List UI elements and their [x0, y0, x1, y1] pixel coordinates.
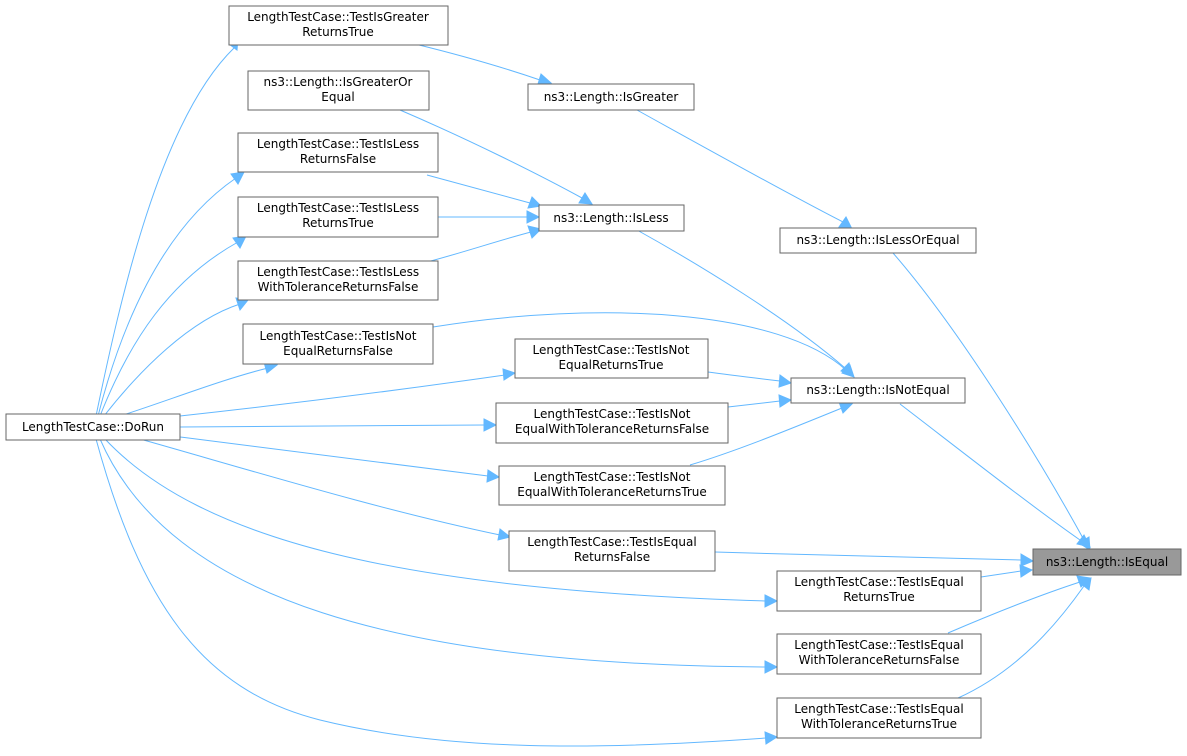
node-ns3-length-islessorequal[interactable]: ns3::Length::IsLessOrEqual: [779, 227, 977, 254]
edge-testisless-withtolerancereturnsfalse-to-isless: [426, 225, 542, 263]
node-label-line-1: LengthTestCase::TestIsGreater: [247, 10, 429, 24]
node-label: ns3::Length::IsLessOrEqual: [796, 233, 959, 247]
node-testisequal-returnsfalse[interactable]: LengthTestCase::TestIsEqual ReturnsFalse: [508, 530, 716, 572]
node-label-line-2: EqualReturnsTrue: [558, 358, 663, 372]
node-label-line-2: EqualWithToleranceReturnsTrue: [517, 485, 707, 499]
node-testisnot-equalwithtolerancereturnsfalse[interactable]: LengthTestCase::TestIsNot EqualWithToler…: [495, 402, 729, 444]
edge-testisless-returnstrue-to-isless: [438, 210, 541, 224]
node-testisequal-withtolerancereturnsfalse[interactable]: LengthTestCase::TestIsEqual WithToleranc…: [776, 633, 982, 675]
node-label-line-2: ReturnsTrue: [302, 25, 374, 39]
edge-isgreaterorequal-to-isless: [399, 109, 593, 205]
node-label: ns3::Length::IsLess: [553, 211, 668, 225]
node-testisgreater-returnstrue[interactable]: LengthTestCase::TestIsGreater ReturnsTru…: [228, 5, 449, 46]
node-testisequal-returnstrue[interactable]: LengthTestCase::TestIsEqual ReturnsTrue: [776, 570, 982, 612]
edge-testisequal-returnsfalse-to-isequal: [714, 551, 1035, 567]
node-label-line-1: LengthTestCase::TestIsNot: [533, 343, 690, 357]
edge-isnotequal-to-isequal: [899, 403, 1091, 548]
edge-testisless-returnsfalse-to-isless: [426, 174, 543, 209]
node-ns3-length-isequal[interactable]: ns3::Length::IsEqual: [1032, 548, 1182, 576]
node-label: ns3::Length::IsEqual: [1046, 555, 1168, 569]
node-label-line-1: LengthTestCase::TestIsNot: [260, 329, 417, 343]
node-label-line-2: WithToleranceReturnsFalse: [258, 280, 419, 294]
node-label-line-2: EqualReturnsFalse: [283, 344, 393, 358]
node-testisless-returnstrue[interactable]: LengthTestCase::TestIsLess ReturnsTrue: [237, 196, 439, 238]
node-testisless-returnsfalse[interactable]: LengthTestCase::TestIsLess ReturnsFalse: [237, 132, 439, 173]
edge-dorun-to-testisnot-equalwithtolerancereturnstrue: [179, 436, 501, 483]
node-ns3-length-isnotequal[interactable]: ns3::Length::IsNotEqual: [790, 377, 966, 404]
edge-dorun-to-testisless-returnsfalse: [97, 171, 245, 417]
node-testisless-withtolerancereturnsfalse[interactable]: LengthTestCase::TestIsLess WithTolerance…: [237, 260, 439, 301]
edge-dorun-to-testisnot-equalwithtolerancereturnsfalse: [179, 418, 498, 432]
edge-dorun-to-testisequal-withtolerancereturnsfalse: [99, 438, 779, 674]
node-testisequal-withtolerancereturnstrue[interactable]: LengthTestCase::TestIsEqual WithToleranc…: [776, 697, 982, 739]
node-label-line-1: LengthTestCase::TestIsLess: [257, 201, 419, 215]
node-label-line-2: ReturnsFalse: [574, 550, 650, 564]
node-label-line-2: ReturnsTrue: [302, 216, 374, 230]
node-label-line-2: WithToleranceReturnsTrue: [801, 717, 957, 731]
edge-dorun-to-testisgreater-returnstrue: [95, 37, 239, 417]
edge-dorun-to-testisnot-equalreturnstrue: [179, 368, 517, 417]
node-testisnot-equalreturnstrue[interactable]: LengthTestCase::TestIsNot EqualReturnsTr…: [514, 338, 709, 379]
graph-nodes: ns3::Length::IsEqual LengthTestCase::DoR…: [5, 5, 1182, 739]
edge-testisgreater-returnstrue-to-isgreater: [414, 43, 553, 85]
node-label-line-2: EqualWithToleranceReturnsFalse: [515, 422, 709, 436]
node-ns3-length-isless[interactable]: ns3::Length::IsLess: [538, 204, 685, 232]
node-lengthtestcase-dorun[interactable]: LengthTestCase::DoRun: [5, 413, 181, 441]
node-label-line-1: LengthTestCase::TestIsEqual: [527, 535, 696, 549]
node-ns3-length-isgreaterorequal[interactable]: ns3::Length::IsGreaterOr Equal: [247, 70, 430, 111]
node-label-line-1: LengthTestCase::TestIsLess: [257, 265, 419, 279]
graph-edges: [95, 37, 1092, 747]
node-testisnot-equalreturnsfalse[interactable]: LengthTestCase::TestIsNot EqualReturnsFa…: [242, 323, 434, 365]
edge-dorun-to-testisless-returnstrue: [99, 235, 247, 417]
node-label: LengthTestCase::DoRun: [22, 420, 164, 434]
node-label-line-2: ReturnsTrue: [843, 590, 915, 604]
node-label-line-1: LengthTestCase::TestIsNot: [534, 470, 691, 484]
edge-dorun-to-testisequal-withtolerancereturnstrue: [95, 438, 779, 747]
edge-testisequal-withtolerancereturnstrue-to-isequal: [957, 577, 1092, 699]
node-label-line-1: LengthTestCase::TestIsEqual: [794, 702, 963, 716]
edge-testisequal-returnstrue-to-isequal: [980, 564, 1034, 578]
node-label-line-1: LengthTestCase::TestIsEqual: [794, 638, 963, 652]
node-label-line-2: WithToleranceReturnsFalse: [799, 653, 960, 667]
edge-testisnot-equalwithtolerancereturnsfalse-to-isnotequal: [727, 394, 793, 408]
node-testisnot-equalwithtolerancereturnstrue[interactable]: LengthTestCase::TestIsNot EqualWithToler…: [498, 465, 726, 506]
edge-testisnot-equalreturnstrue-to-isnotequal: [707, 371, 793, 388]
node-label-line-1: ns3::Length::IsGreaterOr: [264, 75, 413, 89]
edge-dorun-to-testisless-withtolerancereturnsfalse: [103, 297, 249, 417]
node-label-line-1: LengthTestCase::TestIsNot: [534, 407, 691, 421]
node-label: ns3::Length::IsNotEqual: [806, 383, 949, 397]
node-label-line-2: ReturnsFalse: [300, 152, 376, 166]
edge-dorun-to-testisequal-returnstrue: [104, 438, 779, 608]
node-label-line-2: Equal: [321, 90, 355, 104]
node-label: ns3::Length::IsGreater: [544, 90, 679, 104]
edge-dorun-to-testisequal-returnsfalse: [139, 438, 512, 541]
edge-testisnot-equalreturnsfalse-to-isnotequal: [432, 312, 855, 378]
node-label-line-1: LengthTestCase::TestIsLess: [257, 137, 419, 151]
node-ns3-length-isgreater[interactable]: ns3::Length::IsGreater: [527, 83, 695, 111]
node-label-line-1: LengthTestCase::TestIsEqual: [794, 575, 963, 589]
